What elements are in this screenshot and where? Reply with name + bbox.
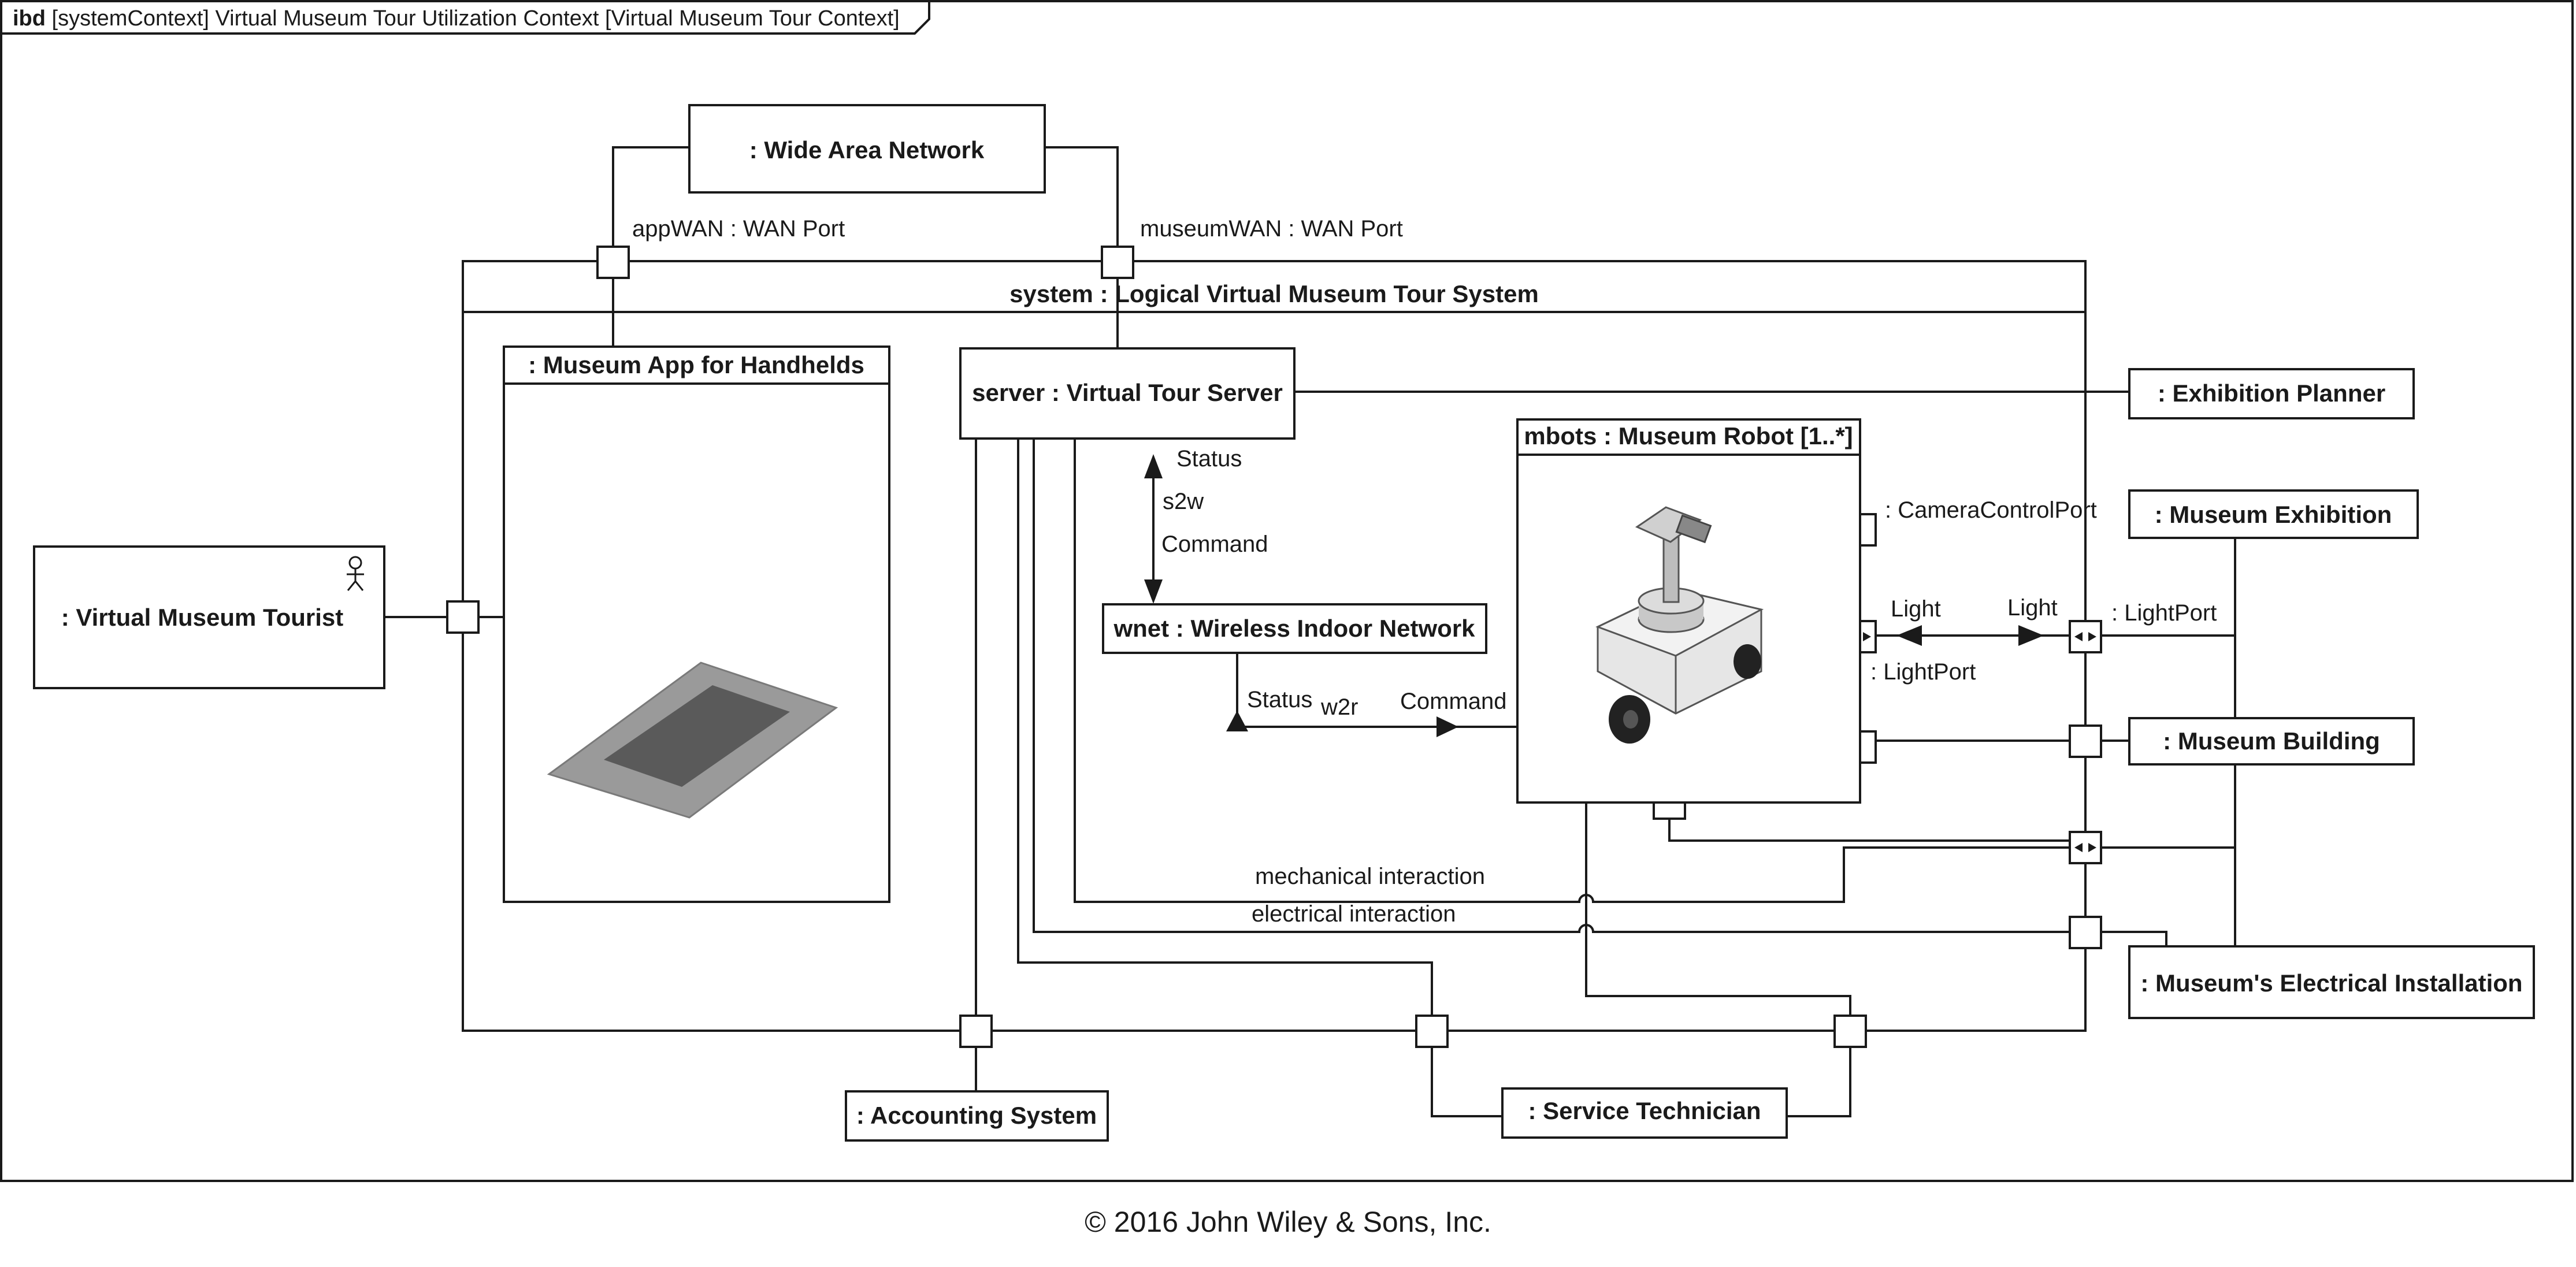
wireless-indoor-network-block: wnet : Wireless Indoor Network — [1102, 603, 1487, 654]
status-label-1: Status — [1176, 446, 1242, 471]
planner-label: : Exhibition Planner — [2158, 380, 2385, 407]
light-label-right: Light — [2007, 595, 2058, 621]
handheld-tablet-icon — [547, 662, 838, 819]
electrical-installation-block: : Museum's Electrical Installation — [2128, 945, 2535, 1019]
accounting-port — [959, 1015, 993, 1048]
diagram-frame: ibd [systemContext] Virtual Museum Tour … — [0, 0, 2574, 1182]
mechanical-interaction-label: mechanical interaction — [1255, 864, 1485, 889]
building-label: : Museum Building — [2163, 727, 2380, 755]
command-label-1: Command — [1161, 532, 1268, 557]
svg-text:ibd [systemContext] Virtual Mu: ibd [systemContext] Virtual Museum Tour … — [13, 6, 900, 31]
exhibition-planner-block: : Exhibition Planner — [2128, 368, 2415, 419]
museum-app-block: : Museum App for Handhelds — [503, 345, 890, 903]
accounting-label: : Accounting System — [856, 1102, 1097, 1129]
museumwan-port — [1101, 246, 1134, 279]
status-label-2: Status — [1247, 687, 1312, 712]
appwan-port-label: appWAN : WAN Port — [632, 216, 845, 241]
accounting-system-block: : Accounting System — [845, 1090, 1109, 1142]
w2r-label: w2r — [1320, 694, 1358, 720]
lightport-outer-label: : LightPort — [2111, 600, 2217, 626]
connectors — [384, 146, 2236, 1117]
frame-kind: ibd — [13, 6, 46, 31]
wan-label: : Wide Area Network — [749, 136, 985, 164]
lightport-inner-label: : LightPort — [1870, 659, 1976, 685]
electrical-port — [2069, 916, 2102, 949]
building-port — [2069, 724, 2102, 758]
electrical-label: : Museum's Electrical Installation — [2140, 969, 2522, 997]
electrical-interaction-label: electrical interaction — [1252, 901, 1456, 927]
technician-port-left — [1415, 1015, 1449, 1048]
system-title: system : Logical Virtual Museum Tour Sys… — [1009, 280, 1539, 307]
appwan-port — [596, 246, 630, 279]
command-label-2: Command — [1400, 689, 1507, 714]
camera-control-port-label: : CameraControlPort — [1885, 497, 2097, 523]
virtual-tour-server-block: server : Virtual Tour Server — [959, 347, 1296, 440]
connector-labels: appWAN : WAN Port museumWAN : WAN Port S… — [632, 216, 2217, 927]
museumwan-port-label: museumWAN : WAN Port — [1140, 216, 1403, 241]
museum-robot-block: mbots : Museum Robot [1..*] — [1516, 418, 1861, 804]
copyright-notice: © 2016 John Wiley & Sons, Inc. — [1085, 1206, 1491, 1238]
service-technician-block: : Service Technician — [1501, 1087, 1788, 1139]
tourist-label: : Virtual Museum Tourist — [61, 604, 344, 631]
stick-figure-actor-icon — [347, 556, 364, 591]
exhibition-label: : Museum Exhibition — [2155, 501, 2392, 528]
museum-exhibition-block: : Museum Exhibition — [2128, 489, 2419, 539]
tourist-port — [446, 600, 480, 634]
frame-header: [systemContext] Virtual Museum Tour Util… — [52, 6, 900, 31]
mbots-label: mbots : Museum Robot [1..*] — [1524, 422, 1853, 449]
technician-label: : Service Technician — [1528, 1097, 1761, 1124]
museum-robot-icon — [1595, 506, 1764, 744]
wide-area-network-block: : Wide Area Network — [688, 104, 1046, 194]
server-label: server : Virtual Tour Server — [972, 379, 1283, 406]
s2w-label: s2w — [1163, 489, 1204, 514]
technician-port-right — [1833, 1015, 1867, 1048]
virtual-museum-tourist-block: : Virtual Museum Tourist — [33, 545, 385, 689]
light-label-left: Light — [1891, 596, 1941, 622]
wnet-label: wnet : Wireless Indoor Network — [1113, 615, 1475, 642]
system-boundary: system : Logical Virtual Museum Tour Sys… — [462, 260, 2087, 1032]
museum-building-block: : Museum Building — [2128, 717, 2415, 766]
museum-app-label: : Museum App for Handhelds — [528, 351, 864, 378]
